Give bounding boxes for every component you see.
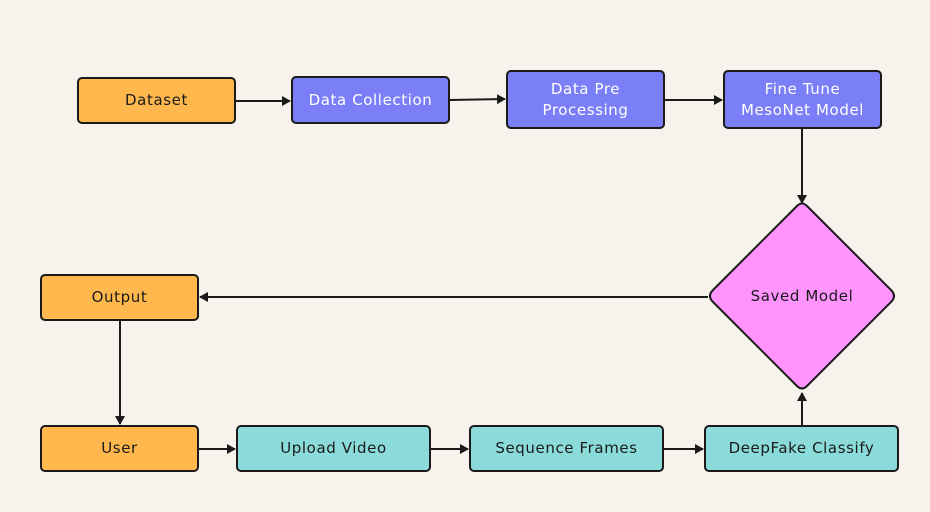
sequence-frames-label: Sequence Frames <box>495 439 638 458</box>
saved-model-label: Saved Model <box>750 287 854 305</box>
edge-data-collection-to-data-preprocessing <box>449 94 506 105</box>
sequence-frames-node: Sequence Frames <box>469 425 664 472</box>
user-label: User <box>101 439 138 458</box>
dataset-node: Dataset <box>77 77 236 124</box>
fine-tune-label: Fine Tune MesoNet Model <box>740 80 865 119</box>
upload-video-node: Upload Video <box>236 425 431 472</box>
saved-model-diamond <box>709 202 895 390</box>
data-collection-node: Data Collection <box>291 76 450 124</box>
output-label: Output <box>91 288 148 307</box>
upload-video-label: Upload Video <box>280 439 387 458</box>
data-preprocessing-label: Data Pre Processing <box>542 80 629 119</box>
data-preprocessing-node: Data Pre Processing <box>506 70 665 129</box>
deepfake-classify-label: DeepFake Classify <box>728 439 875 458</box>
deepfake-classify-node: DeepFake Classify <box>704 425 899 472</box>
fine-tune-node: Fine Tune MesoNet Model <box>723 70 882 129</box>
data-collection-label: Data Collection <box>308 90 433 109</box>
dataset-label: Dataset <box>125 91 188 110</box>
output-node: Output <box>40 274 199 321</box>
user-node: User <box>40 425 199 472</box>
